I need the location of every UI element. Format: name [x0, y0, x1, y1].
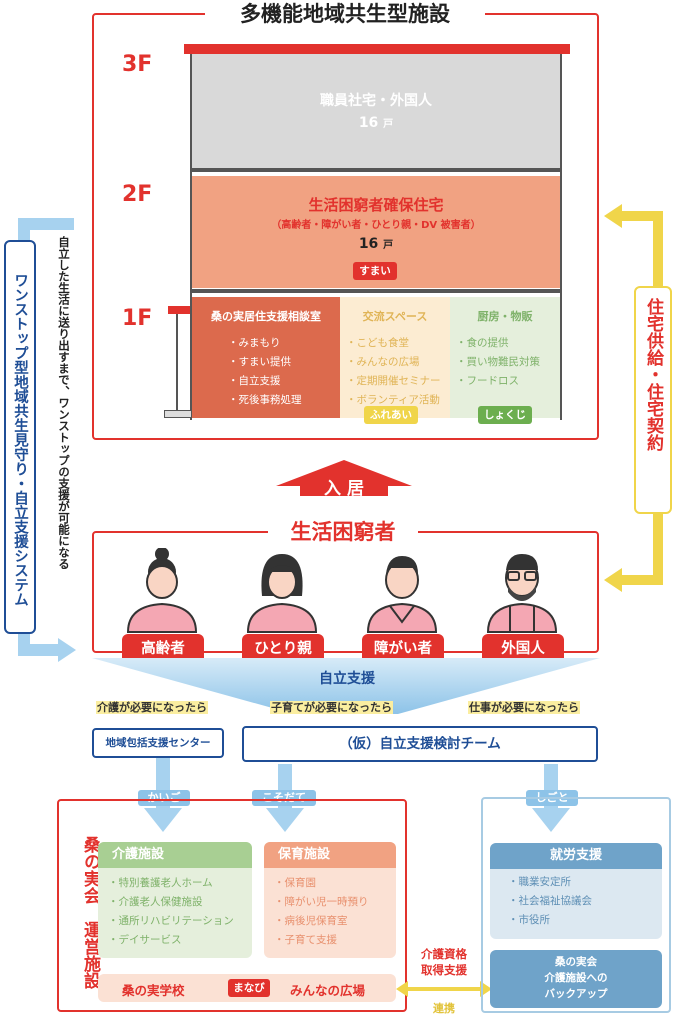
tag-manabi: まなび [228, 979, 270, 997]
roof [184, 44, 570, 54]
floor-2f-count: 16 戸 [192, 236, 560, 252]
condition-work: 仕事が必要になったら [468, 696, 580, 715]
support-team-box: （仮）自立支援検討チーム [242, 726, 598, 762]
count-value: 16 [358, 115, 379, 131]
list-item: ・フードロス [456, 375, 519, 387]
condition-work-text: 仕事が必要になったら [468, 701, 580, 714]
ground-step [164, 410, 192, 418]
floor-3f-name: 職員社宅・外国人 [320, 93, 432, 109]
room-exchange-title: 交流スペース [362, 310, 428, 323]
support-label: 自立支援 [319, 671, 375, 687]
floor-2f-sub: （高齢者・障がい者・ひとり親・DV 被害者） [271, 220, 481, 231]
nursery-card-title: 保育施設 [264, 842, 396, 868]
condition-care-text: 介護が必要になったら [96, 701, 208, 714]
tag-fureai: ふれあい [364, 406, 418, 424]
school-right: みんなの広場 [290, 983, 366, 998]
room-consultation-list: ・みまもり ・すまい提供 ・自立支援 ・死後事務処理 [228, 334, 302, 410]
floor-divider [192, 168, 560, 172]
list-item: ・市役所 [508, 914, 550, 926]
list-item: ・みんなの広場 [346, 356, 420, 368]
list-item: ・こども食堂 [346, 337, 409, 349]
backup-line-1: 桑の実会 [555, 956, 597, 968]
nursery-card-list: ・保育園 ・障がい児一時預り ・病後児保育室 ・子育て支援 [264, 868, 396, 950]
employment-card-title: 就労支援 [490, 843, 662, 869]
entry-arrow [276, 460, 412, 496]
support-funnel [92, 658, 600, 714]
room-consultation [192, 297, 340, 418]
link-label-2: 取得支援 [421, 963, 467, 977]
person-disabled-icon [366, 556, 438, 633]
link-label-1: 介護資格 [421, 947, 467, 961]
care-card-title: 介護施設 [98, 842, 252, 868]
condition-childcare-text: 子育てが必要になったら [270, 701, 393, 714]
list-item: ・社会福祉協議会 [508, 895, 592, 907]
school-left: 桑の実学校 [122, 983, 185, 998]
needy-title: 生活困窮者 [268, 518, 418, 546]
system-vertical-title: ワンストップ型地域共生見守り・自立支援システム [4, 240, 36, 634]
list-item: ・死後事務処理 [228, 394, 302, 406]
list-item: ・定期開催セミナー [346, 375, 441, 387]
room-exchange-list: ・こども食堂 ・みんなの広場 ・定期開催セミナー ・ボランティア活動 [346, 334, 441, 410]
list-item: ・デイサービス [108, 934, 182, 946]
entry-label: 入 居 [324, 479, 364, 499]
person-foreigner-icon [486, 554, 558, 633]
person-single-parent-icon [246, 554, 318, 633]
awning [168, 306, 190, 314]
floor-label-3f: 3F [122, 52, 153, 77]
employment-box [481, 797, 671, 1013]
list-item: ・買い物難民対策 [456, 356, 540, 368]
list-item: ・みまもり [228, 337, 281, 349]
list-item: ・すまい提供 [228, 356, 291, 368]
count-value: 16 [358, 236, 379, 252]
condition-childcare: 子育てが必要になったら [270, 696, 393, 715]
floor-label-1f: 1F [122, 306, 153, 331]
person-elderly-icon [126, 548, 198, 633]
backup-line-2: 介護施設への [544, 972, 608, 984]
floor-2f-name: 生活困窮者確保住宅 [308, 196, 444, 214]
building-frame [190, 54, 562, 420]
backup-line-3: バックアップ [544, 988, 608, 1000]
room-exchange [340, 297, 450, 418]
list-item: ・介護老人保健施設 [108, 896, 203, 908]
list-item: ・自立支援 [228, 375, 281, 387]
operations-vertical-title: 桑の実会 運営施設 [80, 836, 100, 989]
count-unit: 戸 [383, 119, 394, 130]
room-kitchen-title: 厨房・物販 [477, 310, 533, 323]
room-kitchen [450, 297, 560, 418]
count-unit: 戸 [383, 240, 394, 251]
list-item: ・特別養護老人ホーム [108, 877, 213, 889]
list-item: ・ボランティア活動 [346, 394, 440, 406]
floor-label-2f: 2F [122, 182, 153, 207]
care-card: 介護施設 ・特別養護老人ホーム ・介護老人保健施設 ・通所リハビリテーション ・… [98, 842, 252, 958]
condition-care: 介護が必要になったら [96, 696, 208, 715]
housing-vertical-label: 住宅供給・住宅契約 [634, 286, 672, 514]
facility-title: 多機能地域共生型施設 [205, 0, 485, 28]
tag-shokuji: しょくじ [478, 406, 532, 424]
backup-card: 桑の実会 介護施設への バックアップ [490, 950, 662, 1008]
list-item: ・子育て支援 [274, 934, 337, 946]
list-item: ・障がい児一時預り [274, 896, 369, 908]
list-item: ・通所リハビリテーション [108, 915, 234, 927]
employment-card: 就労支援 ・職業安定所 ・社会福祉協議会 ・市役所 [490, 843, 662, 939]
room-consultation-title: 桑の実居住支援相談室 [211, 310, 321, 323]
link-label-3: 連携 [433, 1002, 455, 1015]
nursery-card: 保育施設 ・保育園 ・障がい児一時預り ・病後児保育室 ・子育て支援 [264, 842, 396, 958]
system-vertical-note: 自立した生活に送り出すまで、ワンストップの支援が可能になる [50, 236, 72, 636]
floor-3f [192, 54, 560, 168]
awning-post [176, 314, 178, 412]
list-item: ・病後児保育室 [274, 915, 348, 927]
floor-divider [192, 289, 560, 293]
care-card-list: ・特別養護老人ホーム ・介護老人保健施設 ・通所リハビリテーション ・デイサービ… [98, 868, 252, 950]
person-icons [126, 548, 558, 633]
floor-3f-count: 16 戸 [192, 115, 560, 131]
operations-box [57, 799, 407, 1012]
list-item: ・職業安定所 [508, 876, 571, 888]
room-kitchen-list: ・食の提供 ・買い物難民対策 ・フードロス [456, 334, 540, 391]
list-item: ・食の提供 [456, 337, 509, 349]
employment-card-list: ・職業安定所 ・社会福祉協議会 ・市役所 [490, 869, 662, 930]
list-item: ・保育園 [274, 877, 316, 889]
tag-sumai: すまい [353, 262, 397, 280]
link-arrow [396, 981, 492, 997]
community-center-box: 地域包括支援センター [92, 728, 224, 758]
